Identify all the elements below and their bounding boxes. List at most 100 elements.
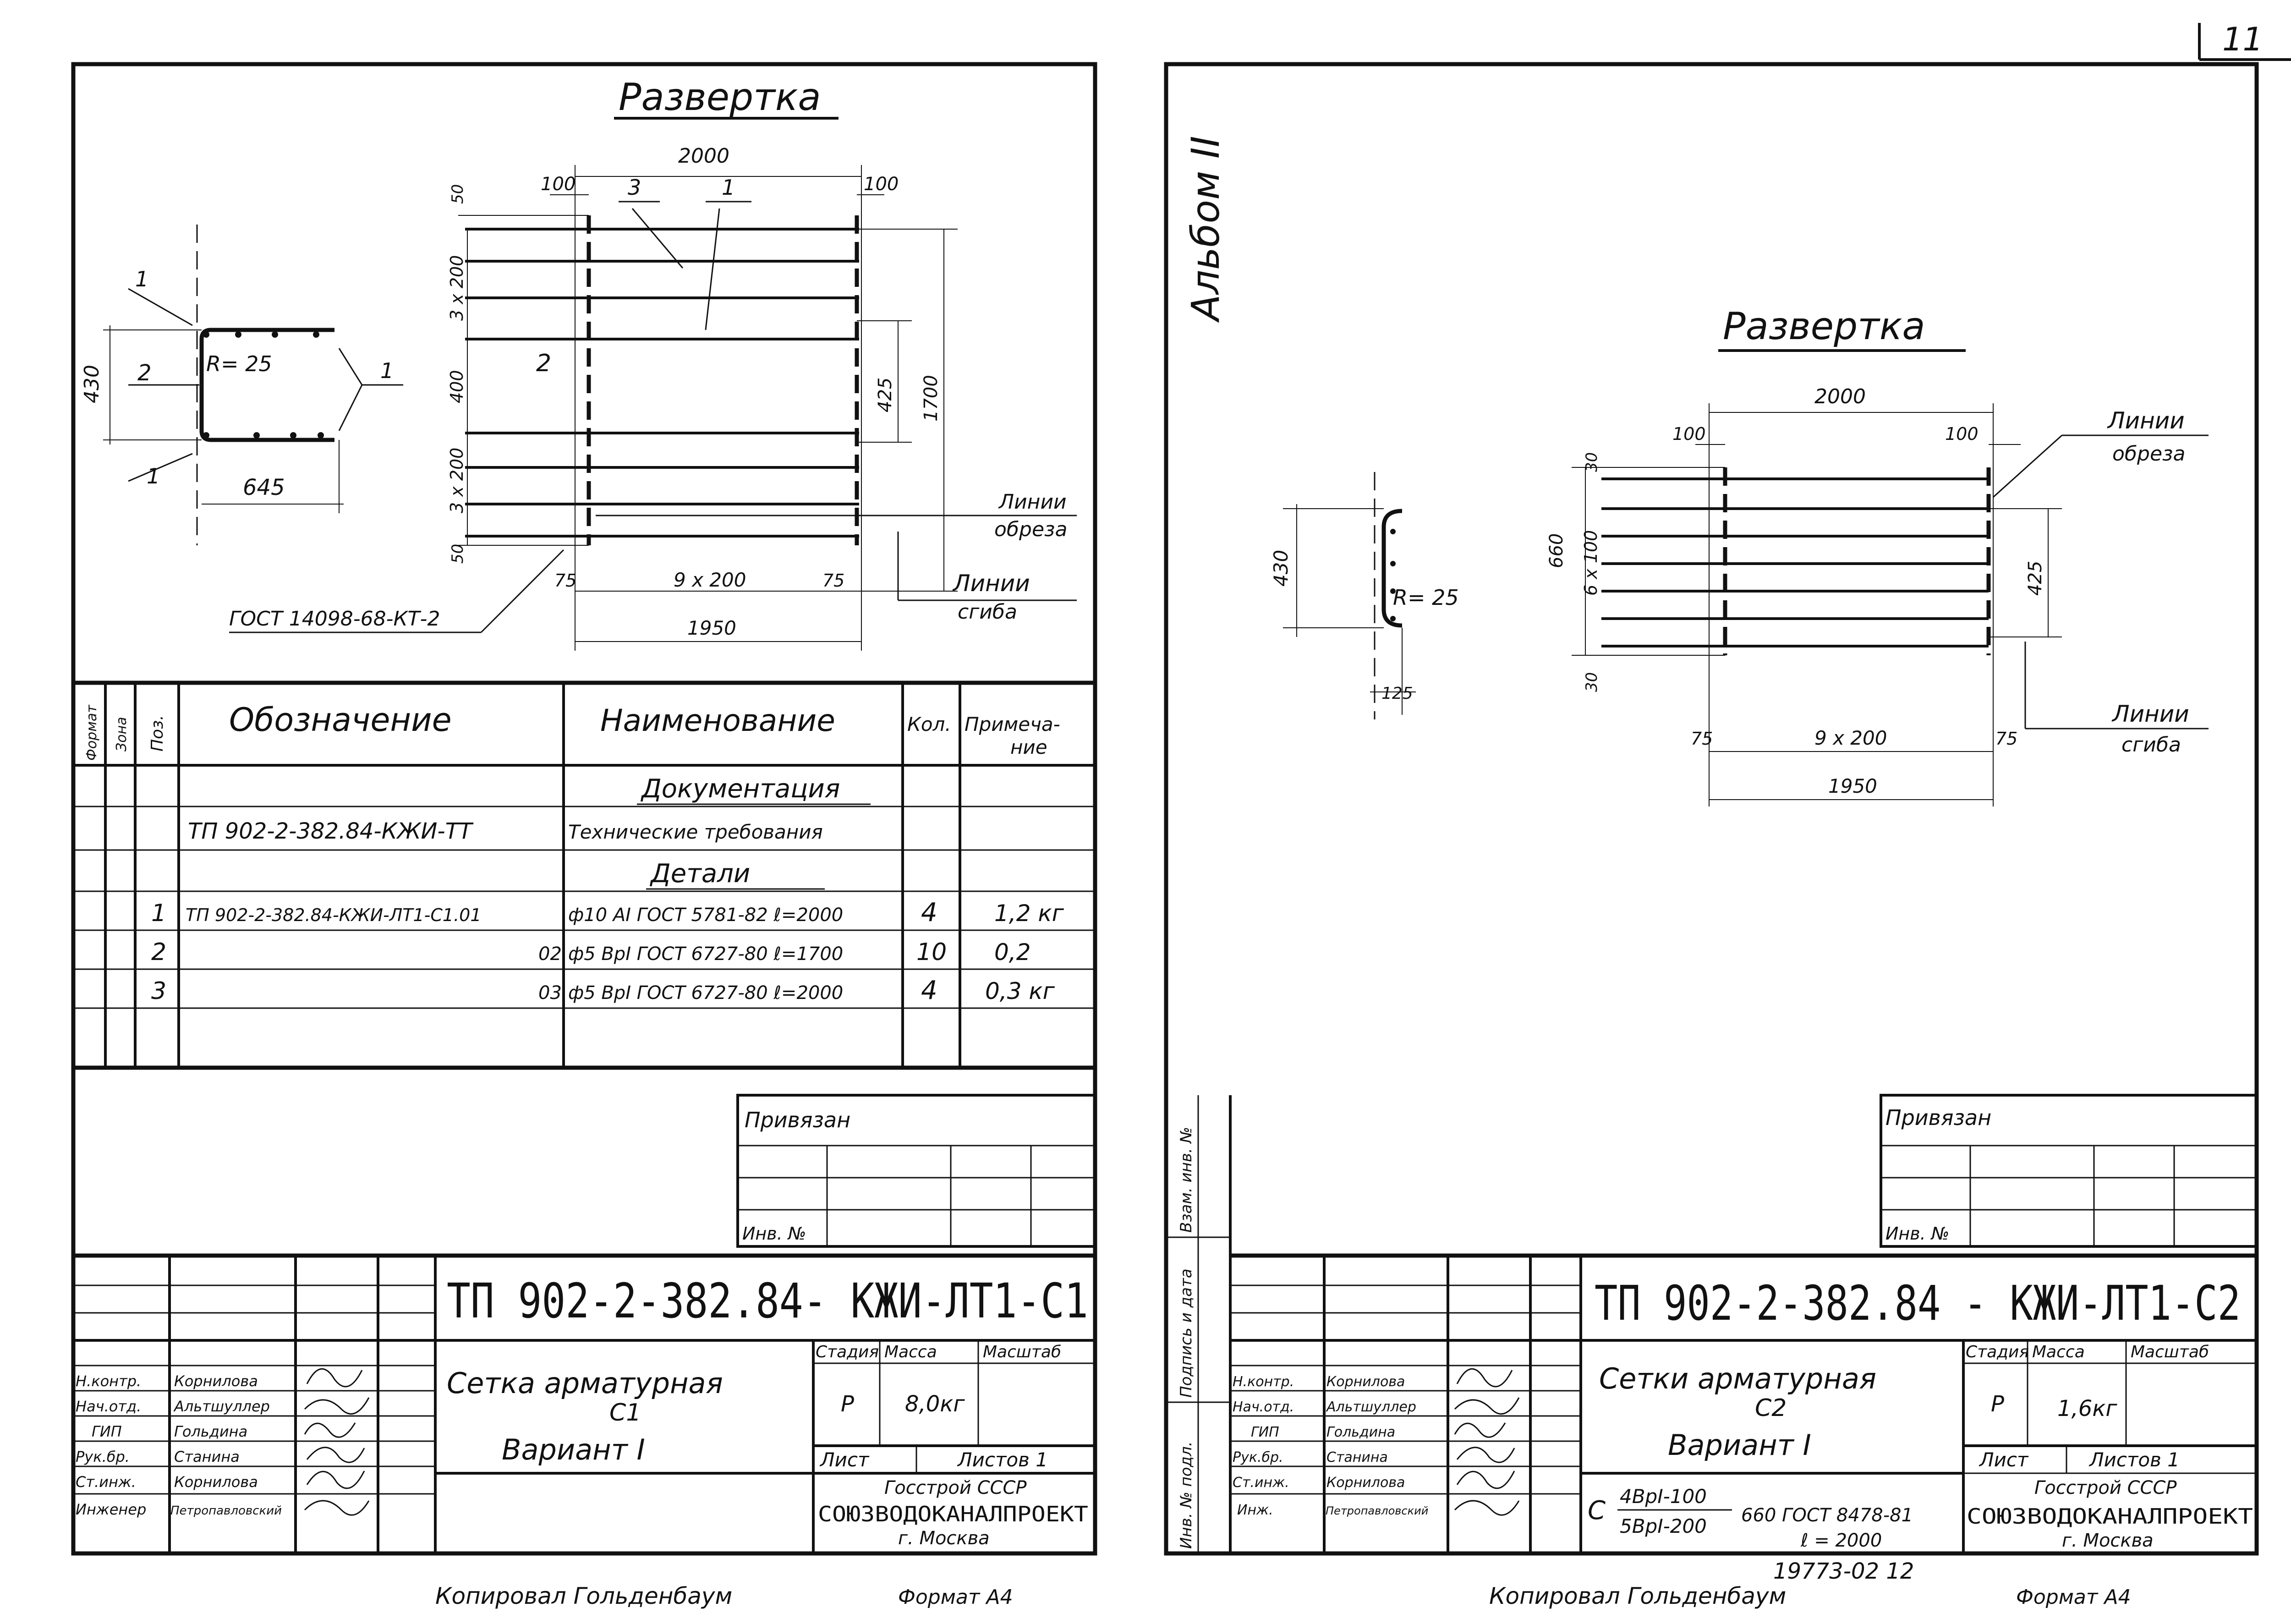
left-dim-3x200-top: 3 x 200 [447,255,467,321]
right-cut-lines-1: Линии [2107,407,2185,434]
right-bound-label: Привязан [1885,1105,1991,1130]
left-dim-1950: 1950 [687,617,736,639]
left-bend-lines-2: сгиба [958,600,1017,624]
right-staff-name-0: Корнилова [1326,1374,1405,1390]
left-bound-label: Привязан [745,1108,850,1132]
left-dim-400: 400 [447,370,467,403]
right-side-stamp-repl: Взам. инв. № [1177,1127,1195,1233]
left-spec-row3-qty: 4 [921,898,937,927]
right-album-label: Альбом II [1183,136,1228,323]
right-mass-value: 1,6кг [2057,1396,2117,1421]
right-staff-role-0: Н.контр. [1233,1374,1294,1390]
left-staff-role-4: Ст.инж. [76,1473,136,1491]
left-dim-9x200: 9 x 200 [674,569,746,591]
left-cut-lines-2: обреза [994,518,1067,541]
left-staff-name-1: Альтшуллер [173,1398,270,1415]
left-sec-pos1-right: 1 [380,358,394,383]
left-spec-row5-pos: 3 [151,977,166,1005]
left-mass-value: 8,0кг [905,1391,965,1417]
right-title-line2: С2 [1755,1394,1787,1422]
right-dim-425: 425 [2025,561,2046,596]
right-dim-6x100: 6 x 100 [1581,530,1601,596]
right-dim-30-top: 30 [1583,452,1601,472]
right-bend-lines-2: сгиба [2121,733,2181,757]
right-org-1: Госстрой СССР [2034,1477,2177,1498]
left-spec-row4-pos: 2 [151,938,166,966]
left-spec-row3-name: ф10 АI ГОСТ 5781-82 ℓ=2000 [568,905,843,926]
left-spec-row3-pos: 1 [151,900,166,927]
left-dim-75-right: 75 [822,571,844,591]
left-spec-h-format: Формат [84,704,100,761]
right-staff-name-5: Петропавловский [1326,1504,1428,1517]
right-staff-role-5: Инж. [1237,1502,1273,1518]
left-drawing-title: Развертка [619,76,821,119]
right-mesh-prefix: С [1588,1496,1606,1525]
right-staff-name-1: Альтшуллер [1326,1399,1416,1415]
right-dim-30-bot: 30 [1583,672,1601,692]
left-dim-2000: 2000 [678,144,729,168]
sheet-number: 11 [2222,21,2263,58]
right-dim-100-right: 100 [1945,424,1979,444]
right-inv-label: Инв. № [1885,1223,1949,1244]
right-dim-660: 660 [1546,533,1567,568]
left-spec-row4-name: ф5 ВрI ГОСТ 6727-80 ℓ=1700 [568,944,843,965]
left-dim-100-left: 100 [541,174,575,195]
left-spec-row4-qty: 10 [916,938,947,966]
left-spec-row5-qty: 4 [921,976,937,1005]
right-mesh-num: 4ВрI-100 [1620,1485,1707,1508]
left-spec-h-note-2: ние [1010,736,1047,758]
right-mass-header: Масса [2032,1343,2085,1361]
right-sheet-label: Лист [1979,1448,2029,1471]
left-staff-name-0: Корнилова [174,1372,258,1390]
left-spec-h-name: Наименование [600,703,835,738]
left-mesh-unfold: 2000 100 100 3 1 2 50 3 x 200 400 3 x 20… [229,144,1077,651]
right-dim-75-right: 75 [1995,729,2017,749]
left-stage-header: Стадия [816,1343,879,1361]
right-scale-header: Масштаб [2131,1343,2209,1361]
left-dim-50-bot: 50 [449,544,467,564]
left-sheet-label: Лист [819,1448,870,1471]
left-pos-1: 1 [722,175,735,200]
right-bend-lines-1: Линии [2111,701,2189,727]
left-sec-430: 430 [80,365,104,403]
left-spec-row1-designation: ТП 902-2-382.84-КЖИ-ТТ [188,818,474,844]
left-footer-copied: Копировал Гольденбаум [435,1583,732,1609]
right-title-line3: Вариант I [1668,1428,1811,1462]
sheet-number-stamp: 11 [2198,21,2291,61]
right-section-view: 430 R= 25 125 [1270,472,1459,719]
left-cut-lines-1: Линии [998,490,1067,514]
left-staff-role-2: ГИП [92,1423,122,1440]
left-sec-pos1-bot: 1 [147,464,160,488]
left-dim-100-right: 100 [864,174,899,195]
left-org-3: г. Москва [898,1528,990,1549]
left-frame [71,62,1097,1556]
left-inv-label: Инв. № [742,1223,806,1244]
left-spec-row5-note: 0,3 кг [985,978,1055,1004]
left-title-line2: С1 [609,1399,641,1426]
left-staff-name-4: Корнилова [174,1473,258,1491]
left-dim-3x200-bot: 3 x 200 [447,448,467,513]
right-mesh-unfold: 2000 100 100 30 660 6 x 100 30 425 75 9 … [1546,385,2209,807]
left-dim-1700: 1700 [921,375,942,422]
right-staff-name-4: Корнилова [1326,1475,1405,1491]
left-staff-name-2: Гольдина [174,1423,247,1440]
right-mesh-length: ℓ = 2000 [1800,1530,1882,1551]
right-sheets-label: Листов 1 [2088,1448,2180,1471]
right-sec-125: 125 [1381,684,1413,703]
left-spec-row3-designation: ТП 902-2-382.84-КЖИ-ЛТ1-С1.01 [186,905,482,925]
right-side-stamp: Инв. № подл. Подпись и дата Взам. инв. № [1166,1095,1230,1553]
left-title-block: ТП 902-2-382.84- КЖИ-ЛТ1-С1 Сетка армату… [73,1253,1095,1553]
right-archive-no: 19773-02 12 [1773,1558,1914,1584]
left-mass-header: Масса [884,1343,937,1361]
left-spec-row0-name: Документация [640,774,840,804]
left-spec-h-designation: Обозначение [229,701,452,739]
right-doc-code: ТП 902-2-382.84 - КЖИ-ЛТ1-С2 [1595,1275,2241,1331]
left-staff-role-0: Н.контр. [76,1372,141,1390]
left-spec-h-pos: Поз. [148,715,167,752]
left-pos-2: 2 [536,350,551,377]
right-sheet: Альбом II Развертка 430 R= 25 125 [1164,62,2259,1609]
left-dim-75-left: 75 [554,571,576,591]
left-spec-row2-name: Детали [649,859,750,889]
right-frame [1164,62,2259,1556]
